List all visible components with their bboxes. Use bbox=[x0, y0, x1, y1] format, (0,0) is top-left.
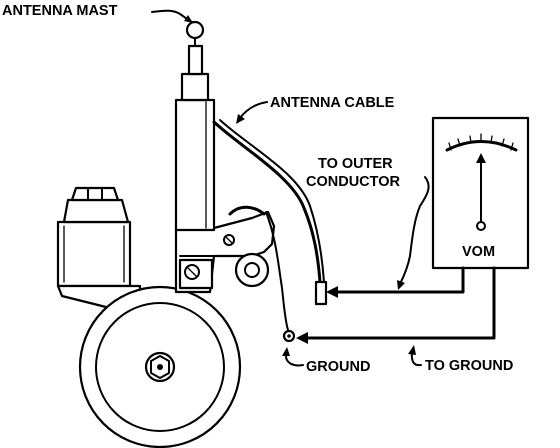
gear-bracket bbox=[174, 210, 296, 343]
drive-wheel bbox=[78, 285, 242, 448]
vom-meter: VOM bbox=[431, 116, 530, 270]
antenna-cable bbox=[212, 119, 328, 306]
test-leads bbox=[296, 266, 496, 344]
leader-to-outer-conductor bbox=[397, 176, 430, 290]
leader-to-ground bbox=[408, 345, 422, 367]
label-ground: GROUND bbox=[306, 359, 370, 375]
label-antenna-cable: ANTENNA CABLE bbox=[270, 95, 395, 111]
leader-antenna-cable bbox=[236, 101, 268, 124]
leader-ground bbox=[282, 347, 304, 367]
motor-housing bbox=[56, 186, 142, 310]
label-to-outer: TO OUTER bbox=[318, 156, 393, 172]
label-antenna-mast: ANTENNA MAST bbox=[2, 3, 118, 19]
label-conductor: CONDUCTOR bbox=[306, 174, 401, 190]
vom-label: VOM bbox=[462, 244, 495, 260]
label-to-ground: TO GROUND bbox=[425, 358, 513, 374]
leader-antenna-mast bbox=[151, 9, 193, 23]
antenna-mast-tube bbox=[174, 20, 216, 232]
